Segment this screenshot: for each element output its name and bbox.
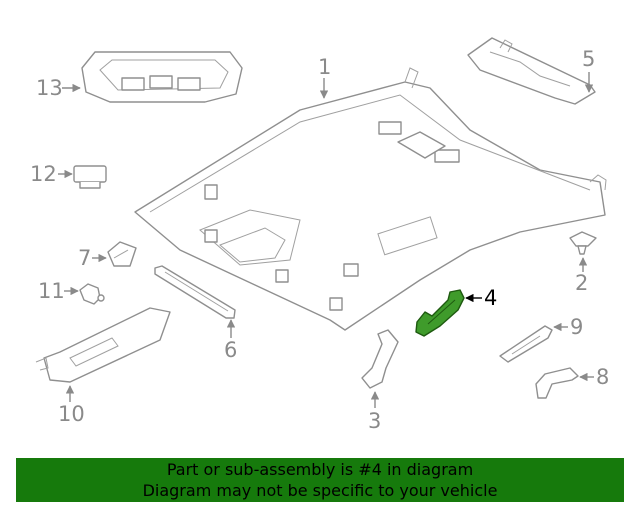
- part-5-rear-trim: [467, 37, 596, 105]
- part-10-sun-visor: [35, 307, 171, 383]
- part-6-side-strip: [154, 265, 236, 319]
- info-banner: Part or sub-assembly is #4 in diagram Di…: [16, 458, 624, 502]
- callout-4: 4: [484, 286, 497, 310]
- part-2-fastener: [569, 231, 597, 255]
- callout-11: 11: [38, 279, 65, 303]
- callout-6: 6: [224, 338, 237, 362]
- part-7-clip: [107, 241, 137, 267]
- callout-7: 7: [78, 246, 91, 270]
- banner-line-1: Part or sub-assembly is #4 in diagram: [166, 460, 474, 479]
- part-9-trim: [499, 325, 553, 363]
- callout-2: 2: [575, 271, 588, 295]
- callout-12: 12: [30, 162, 57, 186]
- leader-lines: [58, 72, 594, 408]
- part-11-screw: [79, 283, 105, 305]
- callout-5: 5: [582, 47, 595, 71]
- part-8-grab-handle: [535, 367, 579, 399]
- part-1-headliner: [134, 67, 607, 331]
- callout-9: 9: [570, 315, 583, 339]
- part-12-plug: [73, 165, 107, 189]
- callout-10: 10: [58, 402, 85, 426]
- part-3-bracket: [361, 329, 399, 389]
- callout-1: 1: [318, 55, 331, 79]
- callout-labels: 1 2 3 4 5 6 7 8 9 10 11 12 13: [30, 47, 609, 433]
- callout-8: 8: [596, 365, 609, 389]
- part-4-bracket-highlighted: [415, 289, 465, 337]
- banner-line-2: Diagram may not be specific to your vehi…: [142, 481, 498, 500]
- parts-diagram: 1 2 3 4 5 6 7 8 9 10 11 12 13: [30, 37, 609, 433]
- callout-3: 3: [368, 409, 381, 433]
- part-13-overhead-console: [81, 51, 243, 103]
- callout-13: 13: [36, 76, 63, 100]
